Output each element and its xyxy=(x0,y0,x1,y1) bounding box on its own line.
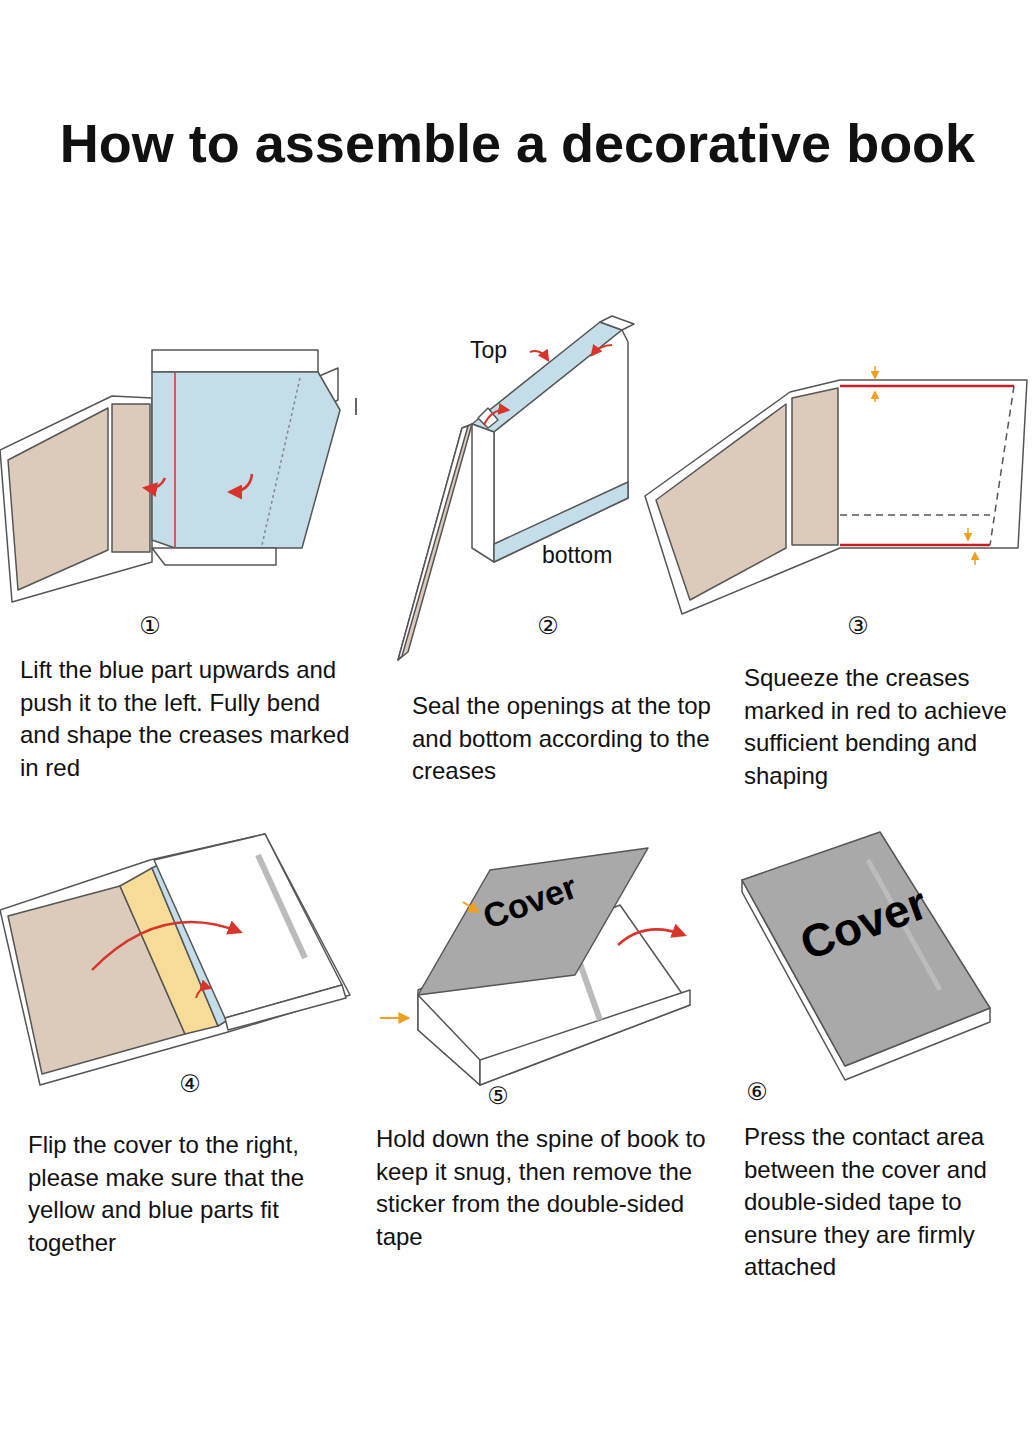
callout-number: ⑥ xyxy=(737,1078,777,1106)
callout-number: ⑤ xyxy=(478,1082,518,1110)
instruction-text: Press the contact area between the cover… xyxy=(744,1121,1024,1284)
part-label: Top xyxy=(470,337,507,364)
callout-number: ③ xyxy=(838,612,878,640)
instruction-text: Hold down the spine of book to keep it s… xyxy=(376,1123,736,1253)
step6-figure xyxy=(742,832,990,1080)
step1-figure xyxy=(0,350,356,602)
callout-number: ② xyxy=(528,612,568,640)
instruction-text: Seal the openings at the top and bottom … xyxy=(412,690,712,788)
instruction-text: Flip the cover to the right, please make… xyxy=(28,1129,348,1259)
callout-number: ① xyxy=(130,612,170,640)
callout-number: ④ xyxy=(170,1070,210,1098)
step5-figure xyxy=(380,848,690,1085)
step4-figure xyxy=(0,834,350,1085)
part-label: bottom xyxy=(542,542,612,569)
instruction-text: Lift the blue part upwards and push it t… xyxy=(20,654,355,784)
step2-figure xyxy=(398,316,634,660)
step3-figure xyxy=(645,366,1027,614)
title: How to assemble a decorative book xyxy=(60,112,975,174)
instruction-text: Squeeze the creases marked in red to ach… xyxy=(744,662,1024,792)
